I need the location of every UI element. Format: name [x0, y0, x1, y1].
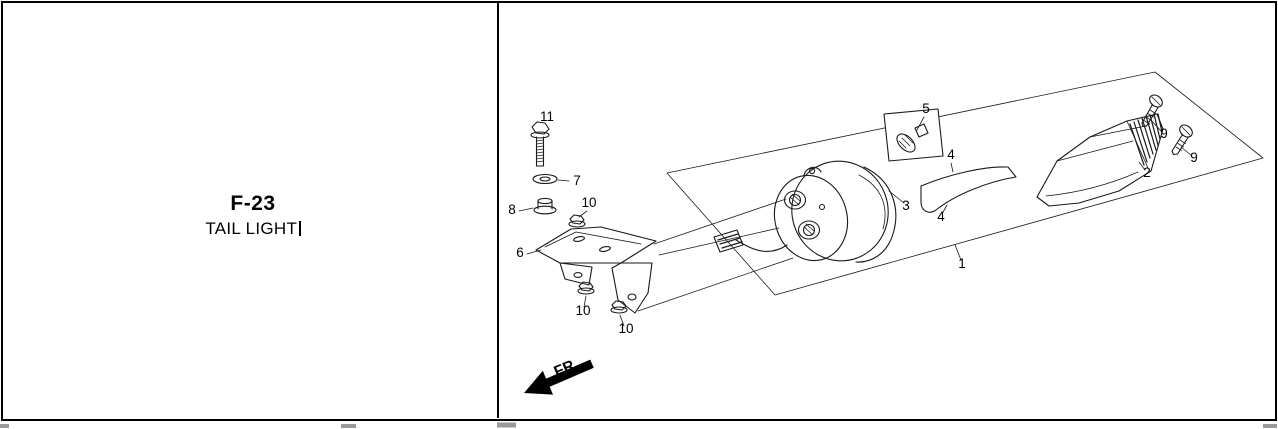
scan-artifact-marks — [0, 422, 1277, 428]
callout-11[interactable]: 11 — [540, 109, 554, 124]
screw-drawing — [1141, 94, 1163, 128]
wire-connector — [713, 229, 744, 253]
callout-leader-lines — [518, 116, 1192, 327]
gasket-drawing — [920, 166, 1017, 213]
tail-light-body-drawing — [713, 160, 897, 263]
collar-drawing — [533, 197, 557, 215]
bulb-drawing — [896, 123, 929, 153]
lens-drawing — [1036, 113, 1164, 207]
flange-nut-drawing — [610, 300, 628, 314]
callout-10[interactable]: 10 — [581, 195, 596, 210]
callout-5[interactable]: 5 — [922, 101, 930, 116]
front-direction-indicator: FR. — [524, 355, 594, 395]
panel-divider — [497, 3, 499, 418]
washer-drawing — [532, 173, 558, 185]
page-title-block: F-23 TAIL LIGHT — [153, 192, 353, 239]
callout-1[interactable]: 1 — [958, 256, 966, 271]
callout-2[interactable]: 2 — [1143, 165, 1151, 180]
page-code: F-23 — [230, 192, 276, 215]
page-title-text: TAIL LIGHT — [205, 219, 298, 238]
callout-8[interactable]: 8 — [508, 202, 516, 217]
callout-6[interactable]: 6 — [516, 245, 524, 260]
screw-drawing — [1171, 124, 1193, 156]
callout-4[interactable]: 4 — [947, 147, 955, 162]
bulb-socket — [797, 220, 821, 240]
callout-10[interactable]: 10 — [618, 321, 633, 336]
flange-nut-drawing — [577, 281, 595, 295]
front-arrow — [524, 359, 594, 395]
bolt-thread-hatch — [536, 139, 544, 163]
bulb-inset — [883, 108, 944, 162]
bracket-drawing — [535, 226, 657, 314]
text-cursor — [299, 221, 301, 236]
page-frame — [1, 1, 1277, 421]
page-title: TAIL LIGHT — [153, 219, 353, 239]
assembly-boundary-outline — [666, 71, 1264, 296]
callout-4[interactable]: 4 — [937, 209, 945, 224]
assembly-projection-lines — [637, 198, 794, 312]
callout-9[interactable]: 9 — [1160, 126, 1168, 141]
callout-7[interactable]: 7 — [573, 173, 581, 188]
bulb-inset-box — [883, 108, 944, 162]
bulb-socket — [783, 190, 807, 210]
callout-10[interactable]: 10 — [575, 303, 590, 318]
callout-9[interactable]: 9 — [1190, 150, 1198, 165]
bolt-drawing — [530, 121, 550, 167]
front-arrow-label: FR. — [552, 355, 582, 380]
callout-3[interactable]: 3 — [902, 198, 910, 213]
flange-nut-drawing — [568, 214, 586, 228]
wire-lead — [735, 239, 788, 252]
